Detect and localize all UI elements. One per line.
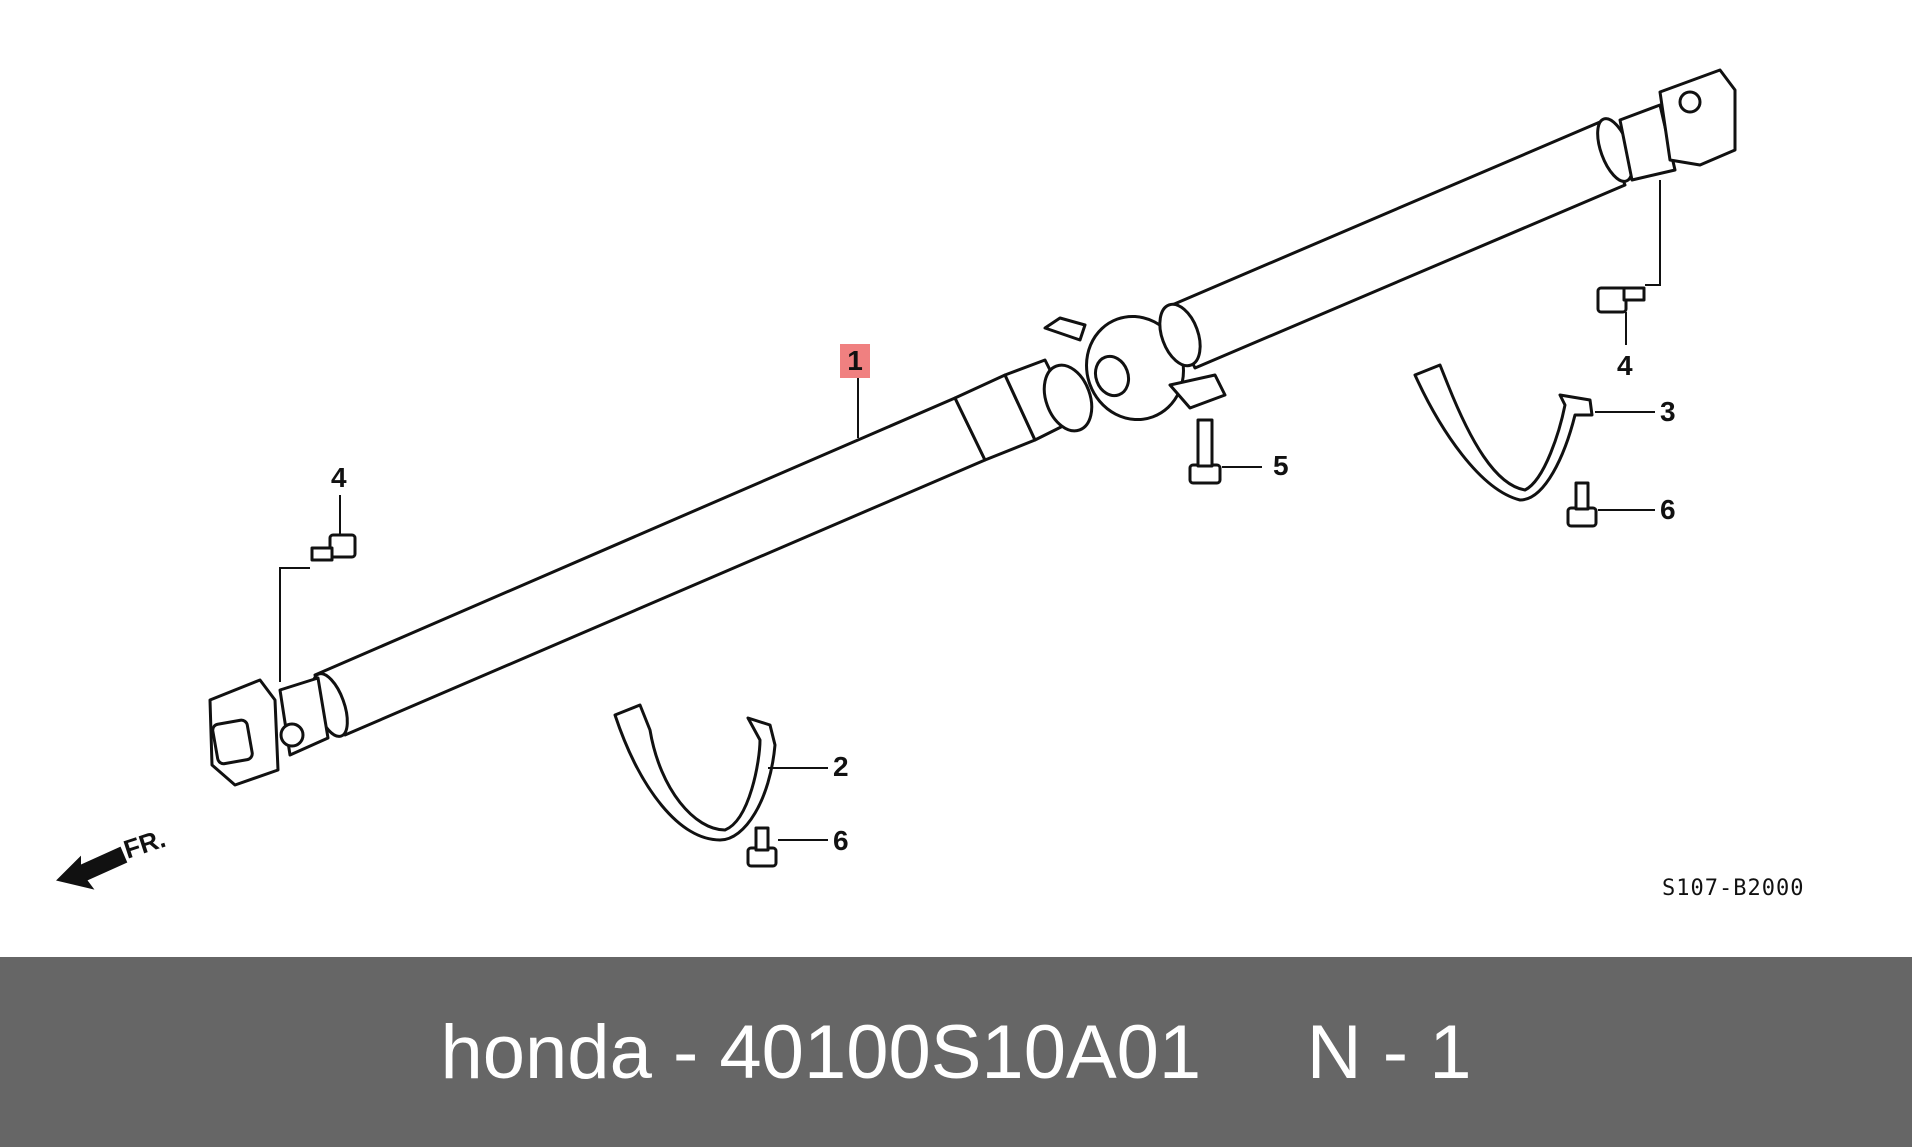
- front-direction-arrow: [56, 846, 128, 890]
- front-cross-pin: [279, 722, 305, 748]
- callout-6-left[interactable]: 6: [833, 825, 849, 856]
- bolt-6-left: [746, 826, 778, 868]
- rear-shaft-tube: [1163, 120, 1627, 370]
- rear-shaft-collar: [1158, 302, 1202, 368]
- bolt-4-right: [1596, 286, 1646, 314]
- part-info-banner: honda - 40100S10A01 N - 1: [0, 957, 1912, 1147]
- bolt-4-left: [310, 533, 357, 562]
- separator: -: [672, 1009, 699, 1095]
- center-bearing-boot: [1042, 363, 1094, 433]
- center-bearing-inner: [1093, 354, 1131, 398]
- callout-4-left[interactable]: 4: [331, 462, 347, 493]
- part-suffix: N - 1: [1306, 1009, 1472, 1095]
- callout-2[interactable]: 2: [833, 751, 849, 782]
- callout-6-right[interactable]: 6: [1660, 494, 1676, 525]
- bearing-bracket-left: [1043, 316, 1087, 342]
- rear-flange-hole: [1678, 90, 1702, 114]
- callout-1[interactable]: 1: [840, 344, 870, 378]
- drawing-code: S107-B2000: [1662, 876, 1805, 901]
- propeller-shaft-drawing: [56, 68, 1737, 890]
- callout-5[interactable]: 5: [1273, 450, 1289, 481]
- support-strap-3: [1413, 363, 1594, 502]
- callout-4-right[interactable]: 4: [1617, 350, 1633, 381]
- rear-yoke: [1618, 103, 1677, 182]
- bearing-bracket-right: [1168, 373, 1227, 410]
- support-strap-2: [613, 703, 777, 842]
- bolt-6-right: [1566, 481, 1598, 528]
- leader-4-right: [1645, 180, 1661, 286]
- callout-3[interactable]: 3: [1660, 396, 1676, 427]
- rear-flange: [1658, 68, 1737, 167]
- bolt-5: [1188, 418, 1222, 485]
- brand-name: honda: [440, 1009, 652, 1095]
- parts-diagram: 1 2 3 4 4 5 6 6 FR. S107-B2000: [56, 68, 1805, 901]
- front-shaft-tube: [313, 396, 987, 737]
- leader-4-left: [279, 567, 310, 682]
- part-number: 40100S10A01: [719, 1009, 1202, 1095]
- front-flange-face: [211, 718, 254, 766]
